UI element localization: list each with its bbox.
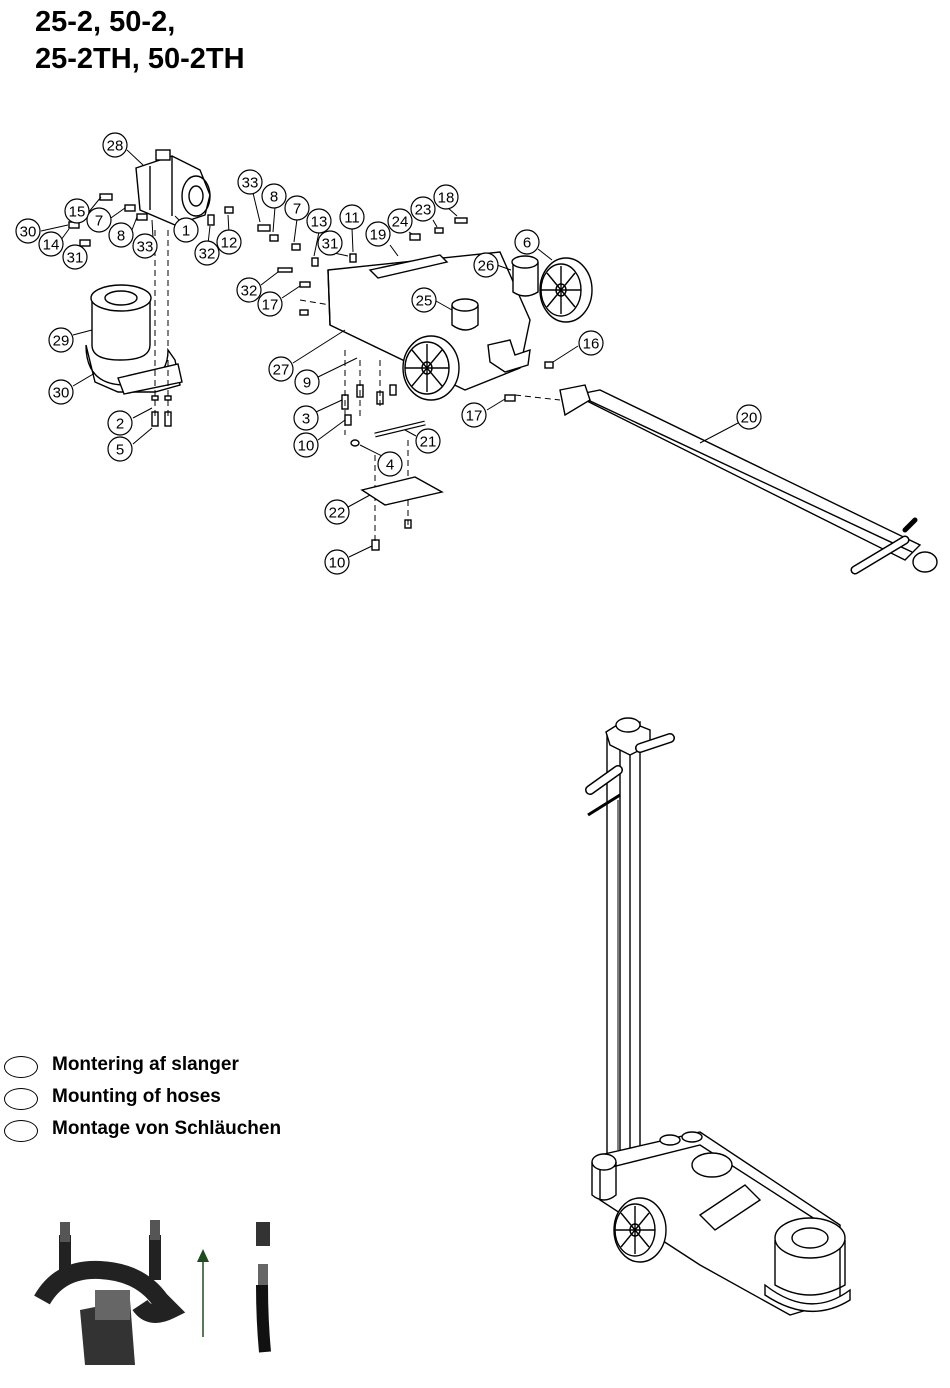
arrow-icon — [197, 1249, 209, 1337]
front-wheel-part — [403, 336, 459, 400]
svg-text:12: 12 — [221, 235, 238, 252]
callout-22: 22 — [325, 500, 349, 524]
svg-text:28: 28 — [107, 138, 124, 155]
svg-text:2: 2 — [116, 416, 124, 433]
svg-text:30: 30 — [20, 224, 37, 241]
svg-text:8: 8 — [270, 189, 278, 206]
callout-26: 26 — [474, 253, 498, 277]
svg-text:15: 15 — [69, 204, 86, 221]
svg-text:3: 3 — [302, 411, 310, 428]
callout-32b: 32 — [237, 278, 261, 302]
callout-20: 20 — [737, 405, 761, 429]
callout-1: 1 — [174, 218, 198, 242]
callout-19: 19 — [366, 222, 390, 246]
callout-29: 29 — [49, 328, 73, 352]
callout-21: 21 — [416, 429, 440, 453]
svg-text:19: 19 — [370, 227, 387, 244]
callout-6: 6 — [515, 230, 539, 254]
svg-text:11: 11 — [344, 210, 360, 227]
callout-4: 4 — [378, 452, 402, 476]
svg-text:14: 14 — [43, 237, 60, 254]
svg-text:26: 26 — [478, 258, 495, 275]
svg-text:25: 25 — [416, 293, 433, 310]
callout-25: 25 — [412, 288, 436, 312]
callout-14: 14 — [39, 232, 63, 256]
svg-text:7: 7 — [95, 213, 103, 230]
legend-oval-icon — [4, 1120, 38, 1142]
callout-30b: 30 — [49, 380, 73, 404]
callout-8b: 8 — [109, 223, 133, 247]
svg-text:33: 33 — [137, 239, 154, 256]
svg-text:16: 16 — [583, 336, 600, 353]
svg-text:31: 31 — [322, 236, 339, 253]
svg-text:32: 32 — [241, 283, 258, 300]
svg-text:18: 18 — [438, 190, 455, 207]
svg-text:10: 10 — [298, 438, 315, 455]
svg-text:10: 10 — [329, 555, 346, 572]
svg-text:17: 17 — [466, 408, 483, 425]
callout-17b: 17 — [462, 403, 486, 427]
svg-text:30: 30 — [53, 385, 70, 402]
callout-16: 16 — [579, 331, 603, 355]
svg-text:29: 29 — [53, 333, 70, 350]
callout-11: 11 — [340, 205, 364, 229]
callout-32: 32 — [195, 241, 219, 265]
svg-text:32: 32 — [199, 246, 216, 263]
svg-text:1: 1 — [182, 223, 190, 240]
svg-text:21: 21 — [420, 434, 437, 451]
svg-text:8: 8 — [117, 228, 125, 245]
callout-15: 15 — [65, 199, 89, 223]
callout-23: 23 — [411, 197, 435, 221]
svg-text:27: 27 — [273, 362, 290, 379]
callout-10b: 10 — [325, 550, 349, 574]
hose-mounting-photo — [42, 1220, 170, 1365]
callout-31b: 31 — [63, 245, 87, 269]
callout-7b: 7 — [87, 208, 111, 232]
hose-fitting-photo — [256, 1222, 270, 1352]
assembled-jack-illustration — [588, 718, 850, 1315]
svg-text:20: 20 — [741, 410, 758, 427]
callout-31: 31 — [318, 231, 342, 255]
legend-label: Montage von Schläuchen — [52, 1118, 281, 1140]
callout-27: 27 — [269, 357, 293, 381]
legend-oval-icon — [4, 1088, 38, 1110]
callout-33: 33 — [238, 170, 262, 194]
svg-text:4: 4 — [386, 457, 394, 474]
svg-text:24: 24 — [392, 214, 409, 231]
callout-7: 7 — [285, 196, 309, 220]
callout-33b: 33 — [133, 234, 157, 258]
svg-text:13: 13 — [311, 214, 328, 231]
svg-text:9: 9 — [303, 375, 311, 392]
callout-8: 8 — [262, 184, 286, 208]
callout-5: 5 — [108, 437, 132, 461]
callout-30: 30 — [16, 219, 40, 243]
svg-text:33: 33 — [242, 175, 259, 192]
svg-text:22: 22 — [329, 505, 346, 522]
svg-text:6: 6 — [523, 235, 531, 252]
svg-text:31: 31 — [67, 250, 84, 267]
callout-18: 18 — [434, 185, 458, 209]
svg-text:7: 7 — [293, 201, 301, 218]
svg-text:5: 5 — [116, 442, 124, 459]
rear-wheel-part — [540, 258, 592, 322]
legend-label: Montering af slanger — [52, 1054, 239, 1076]
legend-label: Mounting of hoses — [52, 1086, 221, 1108]
callout-13: 13 — [307, 209, 331, 233]
callout-17: 17 — [258, 292, 282, 316]
callout-28: 28 — [103, 133, 127, 157]
svg-text:17: 17 — [262, 297, 279, 314]
jack-base-exploded — [69, 150, 937, 572]
callout-10: 10 — [294, 433, 318, 457]
callout-3: 3 — [294, 406, 318, 430]
callout-12: 12 — [217, 230, 241, 254]
svg-text:23: 23 — [415, 202, 432, 219]
legend-oval-icon — [4, 1056, 38, 1078]
callout-9: 9 — [295, 370, 319, 394]
callout-2: 2 — [108, 411, 132, 435]
callout-24: 24 — [388, 209, 412, 233]
